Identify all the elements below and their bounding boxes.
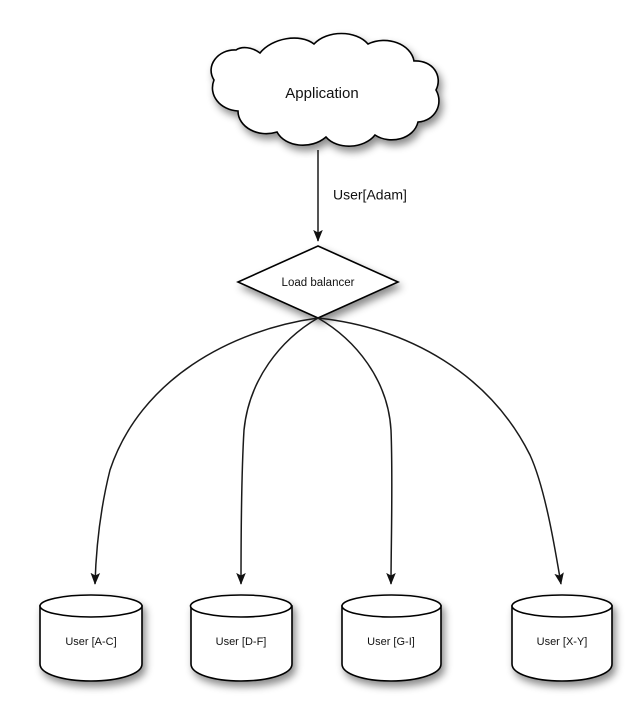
database-4-label: User [X-Y] [537, 636, 588, 648]
node-application[interactable]: Application [210, 32, 440, 147]
node-database-2[interactable]: User [D-F] [189, 594, 293, 682]
database-top-ellipse [39, 594, 143, 618]
database-3-label: User [G-I] [367, 636, 415, 648]
edges-balancer-to-databases [90, 317, 564, 585]
arrow-balancer-to-db-1 [90, 317, 319, 585]
database-icon [341, 605, 442, 682]
database-icon [511, 605, 613, 682]
database-icon [39, 605, 143, 682]
database-top-ellipse [511, 594, 613, 618]
load-balancer-label: Load balancer [282, 277, 355, 289]
arrow-balancer-to-db-4 [317, 317, 564, 585]
application-label: Application [285, 85, 358, 102]
edge-application-to-load-balancer: User[Adam] [313, 150, 407, 242]
database-top-ellipse [341, 594, 442, 618]
node-database-4[interactable]: User [X-Y] [511, 594, 613, 682]
database-2-label: User [D-F] [216, 636, 267, 648]
database-icon [190, 605, 293, 682]
database-1-label: User [A-C] [65, 636, 116, 648]
edge-label-user-adam: User[Adam] [333, 187, 407, 203]
node-load-balancer[interactable]: Load balancer [236, 245, 400, 319]
node-database-1[interactable]: User [A-C] [39, 594, 143, 682]
arrow-balancer-to-db-2 [236, 317, 319, 585]
cloud-icon [210, 32, 440, 147]
database-top-ellipse [189, 594, 293, 618]
arrow-balancer-to-db-3 [317, 317, 396, 585]
node-database-3[interactable]: User [G-I] [341, 594, 442, 682]
